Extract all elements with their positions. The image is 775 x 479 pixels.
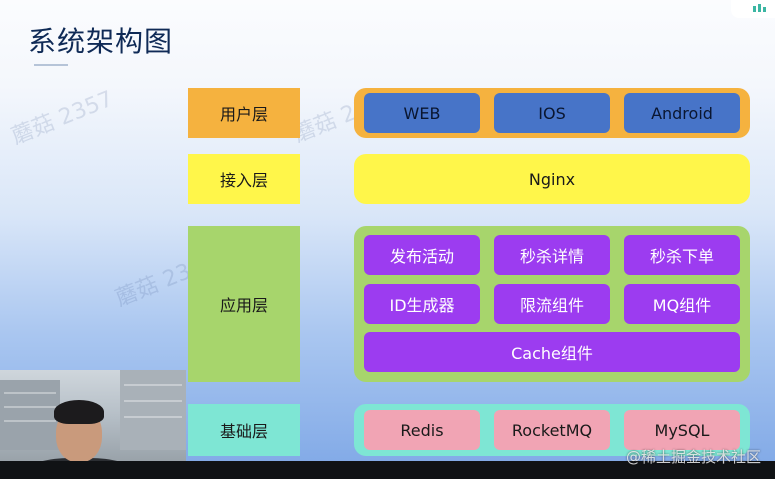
component-android: Android — [624, 93, 740, 133]
watermark: 蘑菇 2357 — [8, 86, 117, 150]
component-rate-limiter: 限流组件 — [494, 284, 610, 324]
layer-label-base: 基础层 — [188, 404, 300, 456]
page-title: 系统架构图 — [28, 25, 174, 58]
layer-label-application: 应用层 — [188, 226, 300, 382]
application-layer-panel: 发布活动 秒杀详情 秒杀下单 ID生成器 限流组件 MQ组件 Cache组件 — [354, 226, 750, 382]
title-underline — [34, 64, 68, 66]
component-id-generator: ID生成器 — [364, 284, 480, 324]
component-seckill-order: 秒杀下单 — [624, 235, 740, 275]
component-seckill-detail: 秒杀详情 — [494, 235, 610, 275]
layer-label-access: 接入层 — [188, 154, 300, 204]
component-nginx: Nginx — [354, 154, 750, 204]
component-web: WEB — [364, 93, 480, 133]
layer-label-user: 用户层 — [188, 88, 300, 138]
component-ios: IOS — [494, 93, 610, 133]
user-layer-panel: WEB IOS Android — [354, 88, 750, 138]
component-redis: Redis — [364, 410, 480, 450]
component-cache: Cache组件 — [364, 332, 740, 372]
component-mq: MQ组件 — [624, 284, 740, 324]
footer-bar — [0, 461, 775, 479]
base-layer-panel: Redis RocketMQ MySQL — [354, 404, 750, 456]
component-mysql: MySQL — [624, 410, 740, 450]
corner-logo — [731, 0, 775, 18]
footer-credit: @稀土掘金技术社区 — [625, 448, 761, 466]
component-rocketmq: RocketMQ — [494, 410, 610, 450]
component-publish-activity: 发布活动 — [364, 235, 480, 275]
